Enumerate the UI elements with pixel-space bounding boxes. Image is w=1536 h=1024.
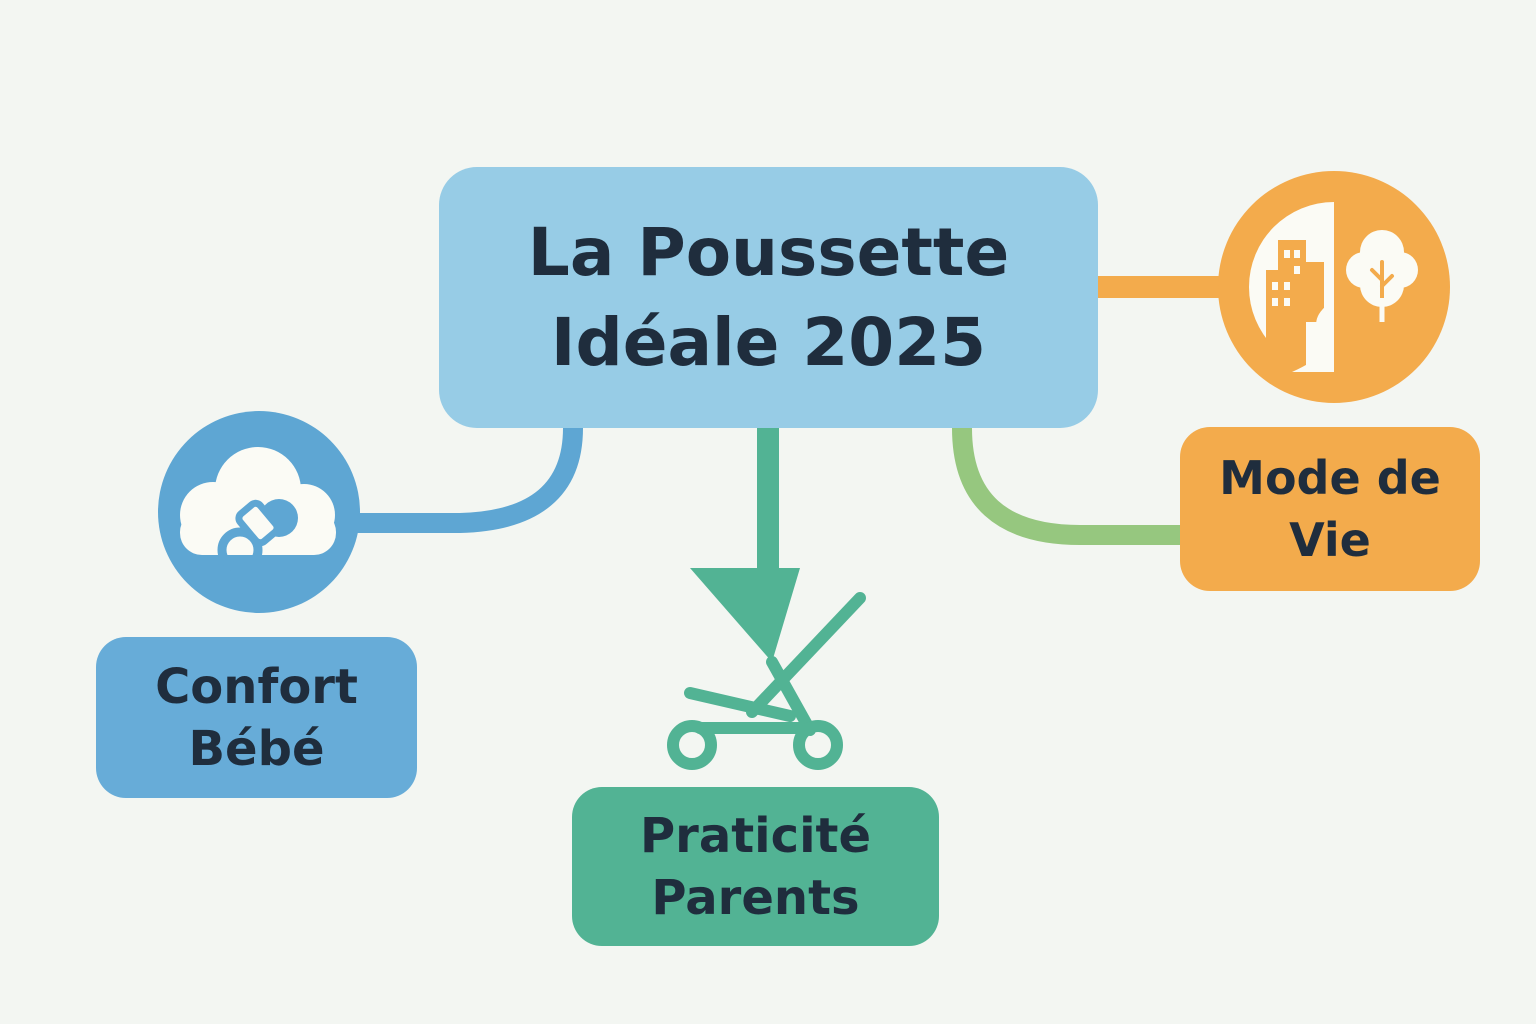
stroller-icon <box>667 568 866 770</box>
branch-confort-line1: Confort <box>155 658 358 715</box>
branch-praticite-line2: Parents <box>651 869 860 926</box>
branch-mode-de-vie: Mode de Vie <box>1180 427 1480 591</box>
connector-mode-box <box>952 427 1182 545</box>
connector-confort <box>352 427 583 533</box>
city-park-icon <box>1218 171 1450 403</box>
branch-praticite-parents: Praticité Parents <box>572 787 939 946</box>
branch-praticite-line1: Praticité <box>639 807 872 864</box>
cloud-pacifier-icon <box>158 411 360 613</box>
central-topic: La Poussette Idéale 2025 <box>439 167 1098 428</box>
central-topic-line2: Idéale 2025 <box>550 303 987 381</box>
branch-confort-line2: Bébé <box>188 720 325 777</box>
central-topic-line1: La Poussette <box>527 213 1010 291</box>
branch-confort-bebe: Confort Bébé <box>96 637 417 798</box>
branch-mode-line2: Vie <box>1289 513 1371 567</box>
branch-mode-line1: Mode de <box>1219 451 1441 505</box>
